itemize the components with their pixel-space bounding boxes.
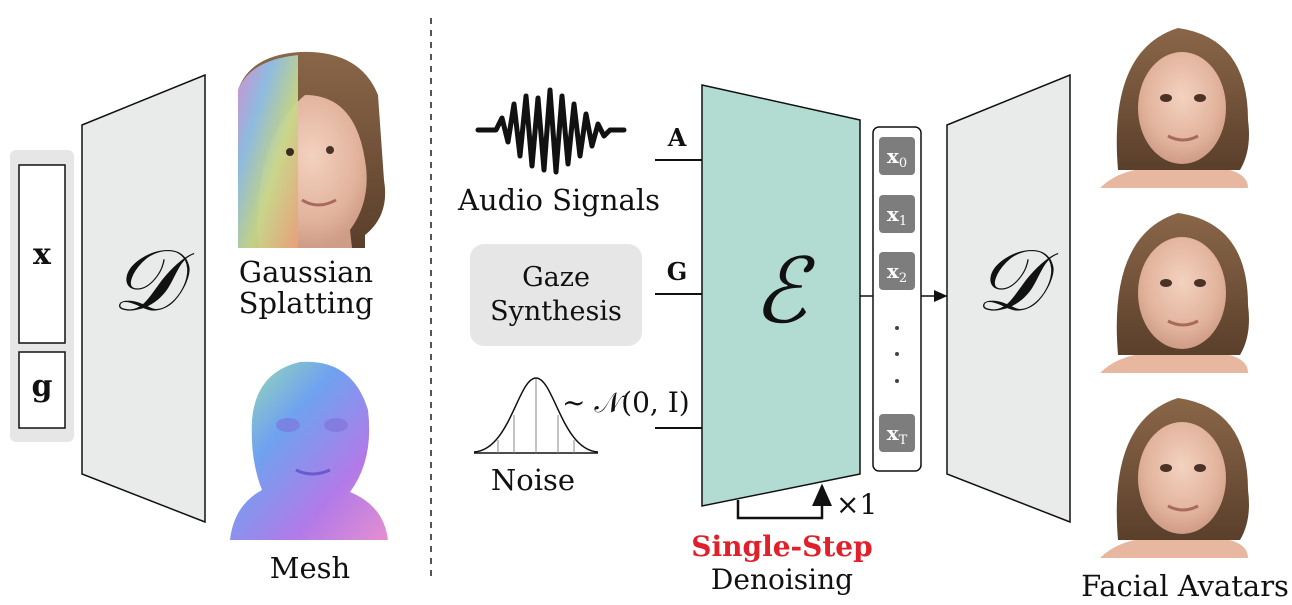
- denoising-label: Denoising: [711, 563, 853, 596]
- sequence-token-last-box: [879, 414, 915, 452]
- single-step-label: Single-Step: [691, 530, 872, 563]
- mesh-label: Mesh: [270, 551, 350, 585]
- gaze-synthesis-box: [470, 244, 642, 346]
- latent-g-box: [18, 351, 66, 429]
- decoder-left: [81, 73, 206, 524]
- sequence-token-2-box: [879, 252, 915, 290]
- sequence-ellipsis-dot: [895, 352, 899, 356]
- latent-x-label: x: [33, 237, 52, 272]
- sequence-token-1-box: [879, 195, 915, 233]
- gaze-label-1: Gaze: [522, 262, 590, 293]
- noise-bell-curve-icon: [473, 377, 599, 454]
- sequence-token-0-box: [879, 137, 915, 175]
- avatar-face-1: [1100, 28, 1249, 188]
- decoder-right: [946, 73, 1071, 524]
- loop-count: ×1: [836, 488, 877, 521]
- avatar-face-3: [1100, 398, 1249, 558]
- gaze-label-2: Synthesis: [490, 296, 622, 327]
- denoise-loop-arrow: [736, 483, 832, 520]
- audio-label: Audio Signals: [457, 183, 660, 217]
- sequence-ellipsis-dot: [895, 326, 899, 330]
- audio-tag: A: [667, 123, 687, 152]
- noise-label: Noise: [491, 463, 575, 497]
- mesh-image: [230, 361, 388, 540]
- audio-waveform-icon: [475, 87, 627, 175]
- encoder-symbol: ℰ: [753, 239, 816, 344]
- sequence-ellipsis-dot: [895, 379, 899, 383]
- gaussian-splatting-image: [238, 51, 386, 249]
- avatar-face-2: [1100, 213, 1249, 373]
- latent-g-label: g: [32, 369, 53, 404]
- latent-x-box: [18, 164, 66, 344]
- latent-group: x g: [10, 150, 74, 442]
- gaussian-label-1: Gaussian: [239, 255, 373, 289]
- gaussian-label-2: Splatting: [239, 286, 374, 320]
- encoder-block: [701, 84, 861, 507]
- noise-distribution: ~ 𝒩(0, I): [562, 386, 690, 419]
- facial-avatars-label: Facial Avatars: [1081, 569, 1289, 600]
- gaze-tag: G: [667, 257, 688, 286]
